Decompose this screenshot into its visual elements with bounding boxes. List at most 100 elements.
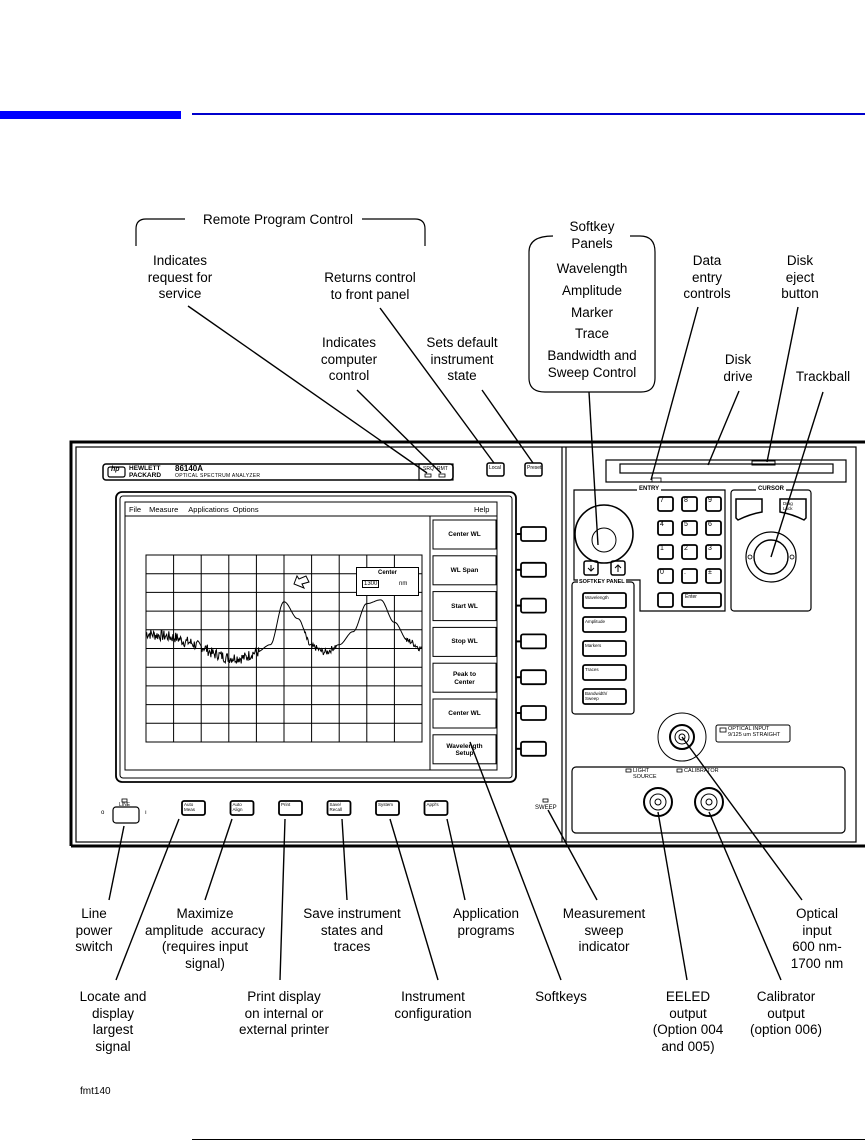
trackball [753,539,789,575]
softkey-panel-key[interactable] [582,664,627,681]
screen-softkey[interactable] [432,519,497,550]
front-panel-key-label[interactable]: Appl's [426,802,439,807]
keypad-key[interactable] [681,568,698,584]
bezel-softkey-button[interactable] [520,597,547,614]
keypad-key-label[interactable]: 7 [660,497,664,504]
enter-key-label[interactable]: Enter [685,594,697,600]
keypad-key-label[interactable]: 5 [684,521,688,528]
front-panel-key-label[interactable]: Save/ Recall [329,802,343,812]
screen-softkey-label[interactable]: Wavelength Setup [446,742,483,758]
softkey-panel-key[interactable] [582,640,627,657]
bezel-softkey-button[interactable] [520,705,547,721]
keypad-key-label[interactable]: 1 [660,545,664,552]
screen-softkey-label[interactable]: Start WL [451,602,478,610]
callout-optical-input: Optical input 600 nm- 1700 nm [790,906,844,971]
local-key-label[interactable]: Local [489,465,501,471]
center-entry-box: Center 1300 nm [356,567,419,596]
keypad-key[interactable] [705,496,722,512]
keypad-key[interactable] [705,544,722,560]
screen-softkey-label[interactable]: Center WL [448,710,481,717]
screen-softkey[interactable] [432,698,497,729]
leader-auto-align [204,818,233,901]
softkey-panel-key[interactable] [582,688,627,705]
keypad-key-label[interactable]: 8 [684,497,688,504]
keypad-key[interactable] [705,568,722,584]
menu-options[interactable]: Options [232,505,259,514]
callout-print: Print display on internal or external pr… [238,989,330,1037]
screen-softkey[interactable] [432,555,497,586]
keypad-key-label[interactable]: 4 [660,521,664,528]
drag-lock-label[interactable]: Drag Lock [783,501,793,511]
softkey-panel-key[interactable] [582,616,627,633]
cursor-label: CURSOR [756,486,787,492]
front-panel-key[interactable] [181,800,206,816]
screen-softkey-label[interactable]: Peak to Center [452,671,477,686]
menu-applications[interactable]: Applications [188,505,229,514]
screen-softkey-label[interactable]: WL Span [450,566,479,574]
front-panel-key[interactable] [375,800,400,816]
bezel-softkey-button[interactable] [520,561,547,578]
front-panel-key[interactable] [326,800,352,816]
keypad-key-label[interactable]: 9 [708,497,712,504]
bezel-softkey-button[interactable] [520,526,547,542]
menu-help[interactable]: Help [474,505,490,514]
keypad-key-label[interactable]: 2 [684,545,688,552]
leader-system [389,818,439,981]
front-panel-key-label[interactable]: System [378,802,394,807]
softkey-panel-key-label[interactable]: Markers [585,643,602,648]
preset-key-label[interactable]: Preset [527,465,542,471]
bezel-softkey-button[interactable] [520,669,547,686]
softkey-panel-key-label[interactable]: Wavelength [585,595,609,600]
keypad-key-label[interactable]: ± [708,569,712,576]
bezel-softkey-button[interactable] [520,633,547,650]
rpg-knob [574,504,634,564]
line-switch [112,806,140,824]
indicator-box [418,463,454,481]
keypad-key-label[interactable]: . [684,569,686,576]
front-panel-key-label[interactable]: Print [281,802,291,807]
leader-eeled [657,811,688,981]
callout-preset: Sets default instrument state [426,335,498,383]
menu-measure[interactable]: Measure [149,505,179,514]
front-panel-key[interactable] [278,800,303,816]
front-panel-key-label[interactable]: Auto Align [232,802,243,812]
keypad-key-label[interactable]: 3 [708,545,712,552]
entry-label: ENTRY [637,486,662,492]
enter-key[interactable] [681,592,722,608]
menu-file[interactable]: File [129,505,142,514]
keypad-key[interactable] [657,520,674,536]
leader-calibrator [708,811,782,981]
callout-disk-drive: Disk drive [723,352,753,384]
keypad-key[interactable] [657,544,674,560]
front-panel-key-label[interactable]: Auto Meas [184,802,196,812]
softkey-panel-key[interactable] [582,592,627,609]
screen-softkey-label[interactable]: Center WL [448,531,481,538]
screen-softkey[interactable] [432,626,497,657]
softkey-panel-key-label[interactable]: Bandwidth/ Sweep [585,691,608,701]
disk-drive [605,459,847,483]
keypad-key-label[interactable]: 0 [660,569,664,576]
keypad-key[interactable] [705,520,722,536]
screen-softkey[interactable] [432,734,497,765]
center-value-input[interactable]: 1300 [362,580,380,588]
keypad-key[interactable] [657,496,674,512]
callout-data-entry: Data entry controls [683,253,731,301]
keypad-key[interactable] [657,568,674,584]
keypad-key[interactable] [681,496,698,512]
front-panel-key[interactable] [229,800,255,816]
softkey-panel-key-label[interactable]: Traces [585,667,599,672]
optical-input-ring [657,712,707,762]
front-panel-key[interactable] [423,800,449,816]
softkey-panel-key-label[interactable]: Amplitude [585,619,606,624]
screen-softkey[interactable] [432,662,497,693]
keypad-key-label[interactable]: 6 [708,521,712,528]
light-source-connector [643,787,673,817]
callout-softkey-panels-title: Softkey Panels [565,219,619,252]
keypad-blank-key[interactable] [657,592,674,608]
bezel-softkey-button[interactable] [520,740,547,757]
keypad-key[interactable] [681,520,698,536]
keypad-key[interactable] [681,544,698,560]
callout-softkey-panel-bandwidth: Bandwidth and Sweep Control [547,348,637,380]
screen-softkey[interactable] [432,591,497,622]
screen-softkey-label[interactable]: Stop WL [451,638,478,646]
